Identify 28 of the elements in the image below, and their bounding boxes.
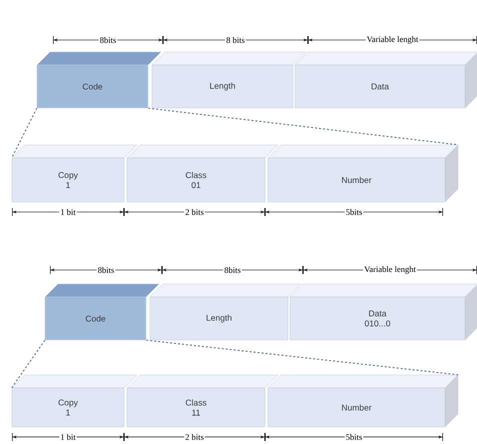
dimension-label: 8bits bbox=[223, 266, 242, 274]
field-box: Data 010...0 bbox=[290, 284, 477, 340]
dimension-label: 2 bits bbox=[184, 208, 205, 216]
field-box: Code bbox=[44, 284, 160, 340]
dashed-line bbox=[11, 340, 46, 388]
dashed-line bbox=[148, 108, 459, 146]
dashed-line bbox=[146, 340, 459, 376]
field-box: Number bbox=[268, 374, 458, 428]
field-box: Copy 1 bbox=[12, 374, 138, 428]
dimension-label: 1 bit bbox=[59, 208, 77, 216]
dimension-label: 5bits bbox=[344, 208, 364, 216]
field-box: Class 01 bbox=[126, 144, 278, 202]
dimension-label: 1 bit bbox=[59, 433, 77, 441]
dimension-label: Variable lenght bbox=[366, 35, 420, 45]
dimension-label: 2 bits bbox=[184, 433, 205, 441]
field-box: Code bbox=[36, 52, 162, 108]
field-box: Copy 1 bbox=[12, 144, 138, 202]
field-box: Class 11 bbox=[126, 374, 278, 428]
dimension-label: 8bits bbox=[98, 36, 118, 44]
dimension-label: Variable lenght bbox=[363, 265, 417, 275]
dimension-label: 5bits bbox=[344, 433, 364, 441]
dashed-line bbox=[11, 108, 38, 158]
field-box: Number bbox=[268, 144, 458, 202]
dimension-label: 8bits bbox=[96, 266, 116, 274]
field-box: Length bbox=[150, 284, 302, 340]
field-box: Length bbox=[152, 52, 306, 108]
field-box: Data bbox=[294, 52, 477, 108]
dimension-label: 8 bits bbox=[225, 36, 246, 44]
